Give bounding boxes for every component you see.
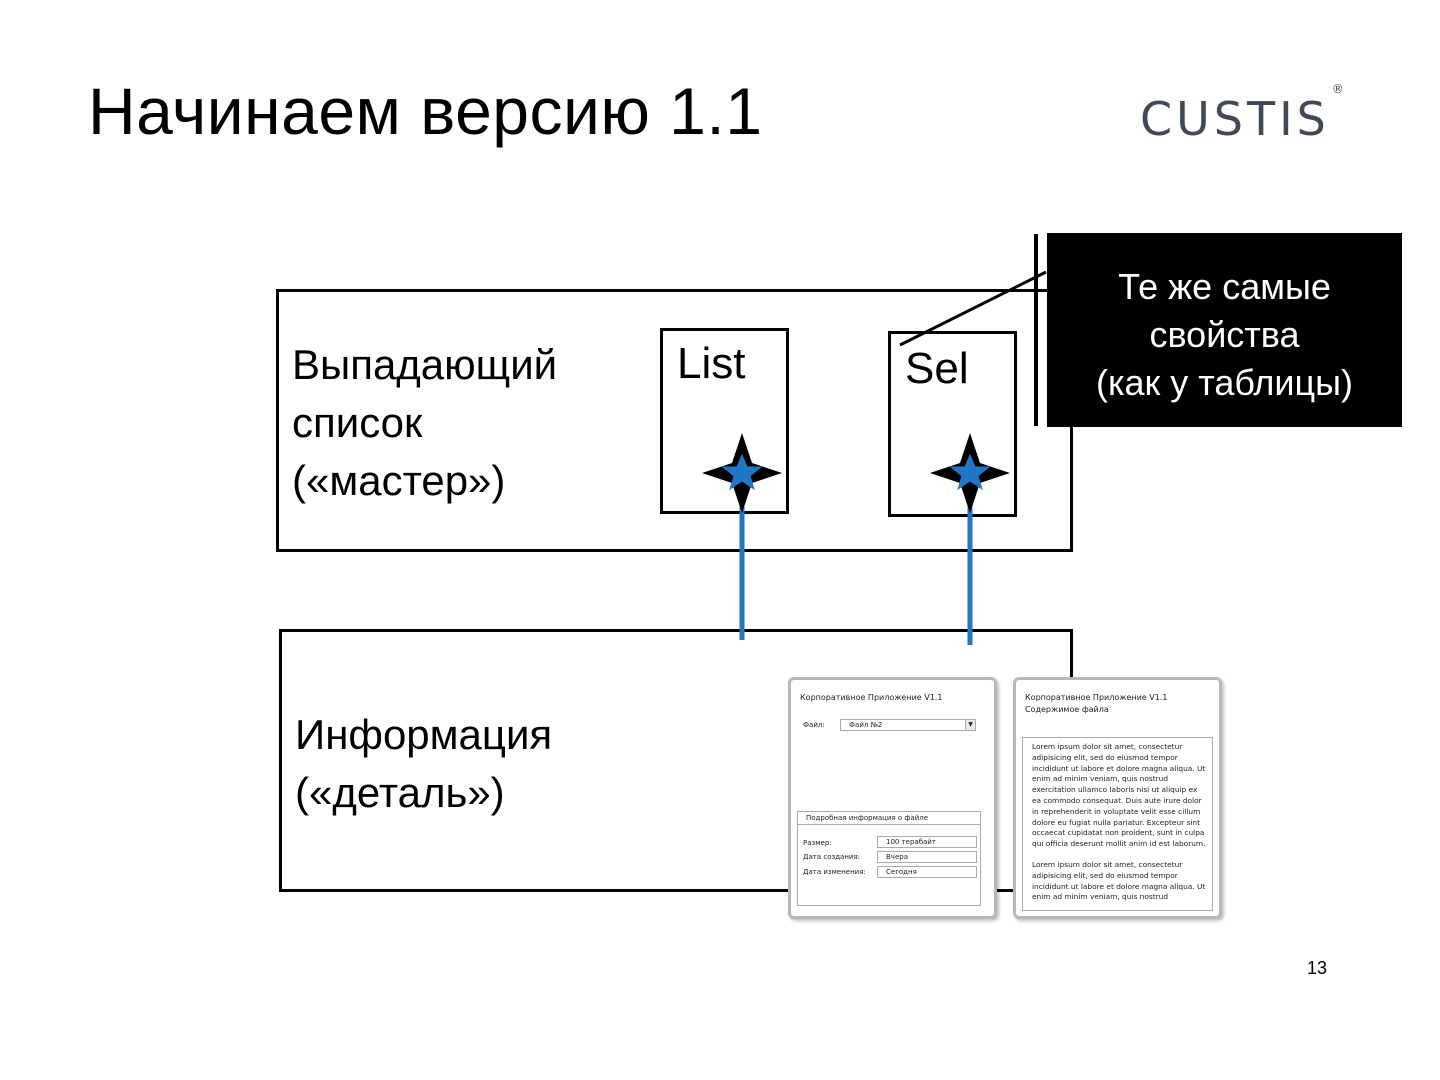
master-label-line-3: («мастер») bbox=[292, 457, 506, 504]
detail-label-line-1: Информация bbox=[295, 711, 553, 758]
mock2-paragraph-2: Lorem ipsum dolor sit amet, consectetur … bbox=[1032, 859, 1206, 902]
detail-label: Информация («деталь») bbox=[295, 706, 552, 822]
detail-label-line-2: («деталь») bbox=[295, 769, 505, 816]
sel-box-label: Sel bbox=[905, 344, 969, 393]
mock1-group-divider bbox=[798, 824, 980, 825]
mock1-field-size: 100 терабайт bbox=[877, 836, 977, 848]
mock1-group-title: Подробная информация о файле bbox=[806, 814, 929, 822]
callout-line-3: (как у таблицы) bbox=[1095, 362, 1353, 403]
mock1-row-label-created: Дата создания: bbox=[803, 853, 861, 861]
callout-bracket bbox=[1034, 234, 1038, 426]
mock1-title: Корпоративное Приложение V1.1 bbox=[800, 693, 943, 702]
page-number: 13 bbox=[1307, 958, 1328, 978]
slide-title: Начинаем версию 1.1 bbox=[88, 74, 763, 148]
mock1-row-label-modified: Дата изменения: bbox=[803, 868, 866, 876]
callout-line-1: Те же самые bbox=[1118, 266, 1331, 307]
master-label: Выпадающий список («мастер») bbox=[292, 336, 557, 510]
mock1-file-value: Файл №2 bbox=[849, 721, 883, 729]
chevron-down-icon[interactable]: ▼ bbox=[965, 720, 975, 730]
callout-box: Те же самые свойства (как у таблицы) bbox=[1047, 233, 1402, 427]
mock2-paragraph-1: Lorem ipsum dolor sit amet, consectetur … bbox=[1032, 742, 1206, 849]
registered-mark: ® bbox=[1331, 81, 1344, 96]
master-label-line-1: Выпадающий bbox=[292, 341, 558, 388]
mock1-file-select[interactable]: Файл №2 ▼ bbox=[840, 719, 976, 731]
mock1-row-label-size: Размер: bbox=[803, 839, 832, 847]
callout-line-2: свойства bbox=[1149, 314, 1300, 355]
mock2-title: Корпоративное Приложение V1.1 bbox=[1025, 693, 1168, 702]
app-mock-window-content: Корпоративное Приложение V1.1 Содержимое… bbox=[1013, 677, 1222, 919]
custis-logo: CUSTIS® bbox=[1140, 83, 1344, 142]
mock2-file-content: Lorem ipsum dolor sit amet, consectetur … bbox=[1022, 737, 1213, 911]
mock1-field-modified: Сегодня bbox=[877, 866, 977, 878]
mock1-file-label: Файл: bbox=[803, 721, 825, 729]
mock1-field-created: Вчера bbox=[877, 851, 977, 863]
list-box-label: List bbox=[677, 339, 746, 388]
master-label-line-2: список bbox=[292, 399, 423, 446]
app-mock-window-main: Корпоративное Приложение V1.1 Файл: Файл… bbox=[788, 677, 997, 919]
mock1-details-group: Подробная информация о файле Размер: 100… bbox=[797, 811, 981, 906]
logo-text: CUSTIS bbox=[1140, 92, 1330, 146]
mock2-subtitle: Содержимое файла bbox=[1025, 705, 1109, 714]
